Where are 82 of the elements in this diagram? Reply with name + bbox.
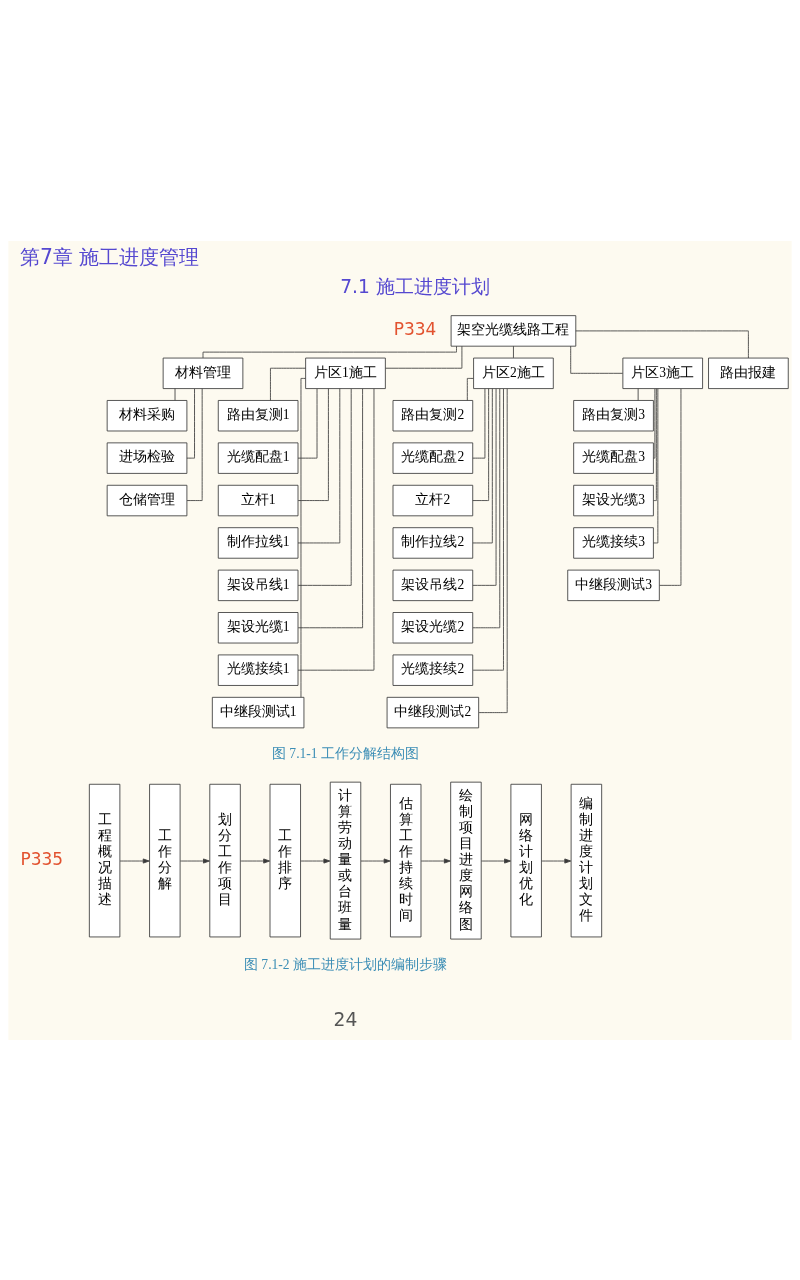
node-box: 工作排序 bbox=[269, 783, 301, 937]
connector bbox=[297, 387, 329, 501]
connector bbox=[472, 387, 504, 671]
node-box: 绘制项目进度网络图 bbox=[450, 781, 482, 939]
diagram-title: 第7章 施工进度管理 bbox=[19, 244, 200, 269]
node-box: 中继段测试2 bbox=[386, 696, 480, 728]
node-box: 材料采购 bbox=[106, 399, 188, 431]
node-box: 工作分解 bbox=[149, 783, 181, 937]
node-box: 架设光缆1 bbox=[217, 611, 299, 643]
arrow bbox=[360, 858, 391, 864]
connector bbox=[472, 387, 490, 501]
node-box: 路由报建 bbox=[708, 357, 789, 389]
connector bbox=[174, 387, 176, 401]
node-box: 划分工作项目 bbox=[209, 783, 241, 937]
connector bbox=[297, 387, 375, 671]
label: 7.1 施工进度计划 bbox=[340, 275, 490, 297]
node-box: 中继段测试3 bbox=[567, 569, 660, 601]
node-box: 片区2施工 bbox=[473, 357, 554, 389]
connector bbox=[472, 388, 497, 586]
node-box: 光缆接续2 bbox=[392, 654, 474, 686]
node-box: 路由复测1 bbox=[217, 399, 299, 431]
label: P335 bbox=[20, 848, 64, 869]
connector bbox=[478, 387, 508, 713]
connector bbox=[385, 345, 463, 369]
node-box: 光缆接续3 bbox=[573, 526, 654, 559]
connector bbox=[202, 345, 457, 358]
node-box: 片区3施工 bbox=[622, 357, 703, 389]
connector bbox=[466, 377, 474, 401]
label: 图 7.1-1 工作分解结构图 bbox=[271, 745, 420, 761]
connector bbox=[186, 387, 195, 459]
connector bbox=[270, 367, 306, 401]
arrow bbox=[420, 858, 451, 864]
node-box: 片区1施工 bbox=[305, 357, 386, 389]
node-box: 架设吊线1 bbox=[217, 569, 299, 601]
node-box: 光缆配盘3 bbox=[573, 441, 654, 474]
connector bbox=[472, 387, 501, 628]
connector bbox=[637, 387, 639, 401]
node-box: 材料管理 bbox=[162, 357, 244, 389]
label: P334 bbox=[393, 318, 437, 339]
node-box: 立杆1 bbox=[217, 484, 299, 516]
connector bbox=[653, 387, 659, 543]
node-box: 架设吊线2 bbox=[392, 569, 474, 601]
connector bbox=[297, 387, 318, 459]
label: 图 7.1-2 施工进度计划的编制步骤 bbox=[243, 956, 448, 972]
node-box: 光缆配盘2 bbox=[392, 441, 474, 474]
node-box: 光缆接续1 bbox=[217, 654, 299, 686]
node-box: 架设光缆3 bbox=[573, 484, 654, 516]
node-box: 估算工作持续时间 bbox=[390, 783, 422, 937]
node-box: 制作拉线2 bbox=[392, 526, 474, 559]
node-box: 光缆配盘1 bbox=[217, 441, 299, 474]
connector bbox=[472, 387, 486, 459]
arrow bbox=[300, 858, 331, 864]
connector bbox=[653, 387, 656, 459]
arrow bbox=[481, 858, 511, 864]
connector bbox=[297, 387, 363, 628]
node-box: 进场检验 bbox=[106, 441, 188, 474]
connector bbox=[653, 387, 657, 501]
arrow bbox=[179, 858, 210, 864]
node-box: 中继段测试1 bbox=[211, 696, 305, 728]
node-box: 立杆2 bbox=[392, 484, 474, 516]
arrow bbox=[541, 858, 572, 864]
connector bbox=[297, 387, 341, 543]
arrow bbox=[119, 858, 150, 864]
node-box: 制作拉线1 bbox=[217, 526, 299, 559]
node-box: 编制进度计划文件 bbox=[570, 783, 603, 937]
label: 24 bbox=[333, 1008, 358, 1030]
node-box: 路由复测3 bbox=[573, 399, 654, 431]
node-box: 架空光缆线路工程 bbox=[450, 314, 577, 347]
connector bbox=[300, 377, 306, 698]
node-box: 计算劳动量或台班量 bbox=[329, 781, 362, 939]
connector bbox=[513, 345, 514, 358]
node-box: 工程概况描述 bbox=[88, 783, 121, 937]
connector bbox=[575, 330, 749, 358]
node-box: 架设光缆2 bbox=[392, 611, 474, 643]
connector bbox=[570, 345, 624, 374]
connector bbox=[297, 388, 352, 586]
connector bbox=[472, 387, 493, 543]
node-box: 网络计划优化 bbox=[510, 783, 542, 937]
node-box: 仓储管理 bbox=[106, 484, 188, 516]
connector bbox=[659, 388, 682, 586]
arrow bbox=[240, 858, 271, 864]
node-box: 路由复测2 bbox=[392, 399, 474, 431]
